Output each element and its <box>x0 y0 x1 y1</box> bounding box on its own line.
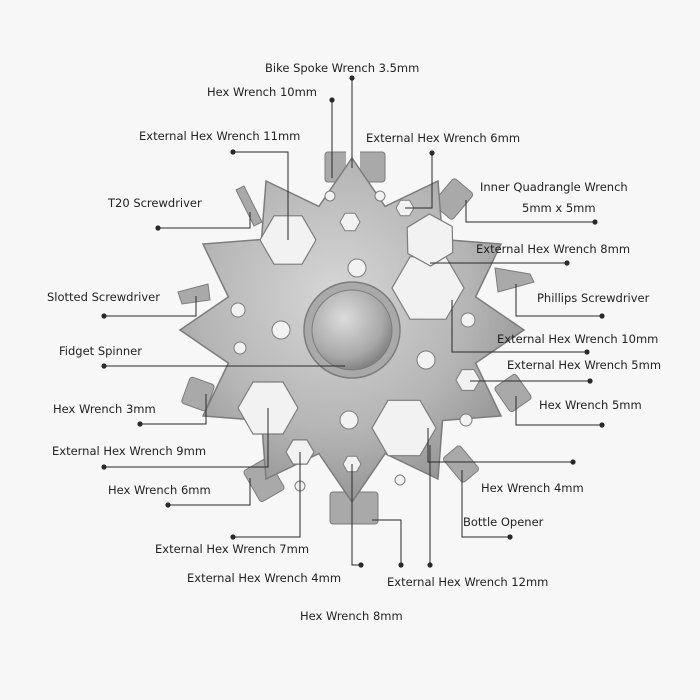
round-hole-9 <box>324 190 336 202</box>
label-hex-wrench-5mm: Hex Wrench 5mm <box>539 398 642 412</box>
label-external-hex-wrench-7mm: External Hex Wrench 7mm <box>155 542 310 556</box>
label-external-hex-wrench-5mm: External Hex Wrench 5mm <box>507 358 662 372</box>
leader-line-phillips <box>515 284 602 317</box>
round-hole-2 <box>271 320 291 340</box>
hex-cutout-ext-8 <box>406 213 454 267</box>
leader-line-inner-quad <box>465 200 595 223</box>
hex-cutout-ext-12 <box>371 399 437 457</box>
leader-dot-fidget <box>101 363 107 369</box>
label-inner-quadrangle-wrench: Inner Quadrangle Wrench <box>480 180 628 194</box>
leader-dot-bottle <box>507 534 513 540</box>
leader-line-ext-hex-11 <box>233 151 289 240</box>
label-fidget-spinner: Fidget Spinner <box>59 344 142 358</box>
hex-hole-10 <box>339 212 361 232</box>
label-external-hex-wrench-12mm: External Hex Wrench 12mm <box>387 575 549 589</box>
leader-line-t20 <box>158 212 251 229</box>
leader-dot-ext-hex-11 <box>230 149 236 155</box>
leader-dot-phillips <box>599 313 605 319</box>
label-hex-wrench-6mm: Hex Wrench 6mm <box>108 483 211 497</box>
label-hex-wrench-4mm: Hex Wrench 4mm <box>481 481 584 495</box>
round-hole-8 <box>459 413 473 427</box>
label-external-hex-wrench-6mm: External Hex Wrench 6mm <box>366 131 521 145</box>
slotted-bit <box>177 283 211 305</box>
t20-bit <box>235 185 263 227</box>
leader-dot-slotted <box>101 313 107 319</box>
hex-hole-ext-5 <box>455 369 481 391</box>
label-phillips-screwdriver: Phillips Screwdriver <box>537 291 650 305</box>
leader-line-hex-5 <box>515 396 602 426</box>
tab-hex-4 <box>443 445 479 483</box>
round-hole-7 <box>460 312 476 328</box>
label-hex-wrench-8mm: Hex Wrench 8mm <box>300 609 403 623</box>
leader-line-hex-4 <box>427 428 573 463</box>
label-external-hex-wrench-4mm: External Hex Wrench 4mm <box>187 571 342 585</box>
leader-dot-ext-hex-4 <box>358 562 364 568</box>
round-hole-10 <box>374 190 386 202</box>
leader-dot-bike-spoke <box>349 75 355 81</box>
leader-line-ext-hex-7 <box>233 452 301 538</box>
leader-line-hex-8 <box>372 519 402 565</box>
leader-dot-hex-3 <box>137 421 143 427</box>
leader-dot-hex-4 <box>570 459 576 465</box>
label-hex-wrench-10mm: Hex Wrench 10mm <box>207 85 317 99</box>
leader-dot-t20 <box>155 225 161 231</box>
tab-hex-5 <box>494 373 532 413</box>
leader-dot-ext-hex-10 <box>584 349 590 355</box>
round-hole-4 <box>339 410 359 430</box>
label-external-hex-wrench-10mm: External Hex Wrench 10mm <box>497 332 659 346</box>
leader-dot-ext-hex-12 <box>427 562 433 568</box>
round-hole-3 <box>416 350 436 370</box>
round-hole-6 <box>233 341 247 355</box>
leader-line-bottle <box>461 470 510 538</box>
round-hole-5 <box>230 302 246 318</box>
leader-line-ext-hex-4 <box>351 464 361 566</box>
label-external-hex-wrench-8mm: External Hex Wrench 8mm <box>476 242 631 256</box>
label-hex-wrench-3mm: Hex Wrench 3mm <box>53 402 156 416</box>
leader-line-ext-hex-10 <box>451 300 587 353</box>
leader-dot-hex-6 <box>165 502 171 508</box>
leader-line-slotted <box>104 296 197 317</box>
leader-dot-hex-10 <box>329 97 335 103</box>
label-bike-spoke-wrench: Bike Spoke Wrench 3.5mm <box>265 61 420 75</box>
leader-line-hex-6 <box>168 478 251 506</box>
leader-dot-ext-hex-8 <box>564 260 570 266</box>
leader-line-ext-hex-6 <box>405 153 433 209</box>
leader-dot-ext-hex-9 <box>101 464 107 470</box>
leader-dot-ext-hex-5 <box>587 378 593 384</box>
leader-lines <box>101 75 605 568</box>
leader-dot-hex-8 <box>398 562 404 568</box>
label-external-hex-wrench-11mm: External Hex Wrench 11mm <box>139 129 301 143</box>
leader-line-hex-3 <box>140 394 207 425</box>
leader-dot-inner-quad <box>592 219 598 225</box>
label-slotted-screwdriver: Slotted Screwdriver <box>47 290 160 304</box>
leader-dot-hex-5 <box>599 422 605 428</box>
tab-inner-quadrangle <box>432 178 474 220</box>
leader-line-ext-hex-9 <box>104 408 269 468</box>
multitool-body <box>177 150 535 525</box>
fidget-spinner-hub <box>311 289 393 371</box>
label-inner-quadrangle-size: 5mm x 5mm <box>522 201 596 215</box>
round-hole-12 <box>394 474 406 486</box>
leader-dot-ext-hex-7 <box>230 534 236 540</box>
label-t20-screwdriver: T20 Screwdriver <box>108 196 202 210</box>
leader-dot-ext-hex-6 <box>429 150 435 156</box>
label-bottle-opener: Bottle Opener <box>463 515 544 529</box>
round-hole-1 <box>347 258 367 278</box>
phillips-bit <box>494 267 535 293</box>
label-external-hex-wrench-9mm: External Hex Wrench 9mm <box>52 444 207 458</box>
